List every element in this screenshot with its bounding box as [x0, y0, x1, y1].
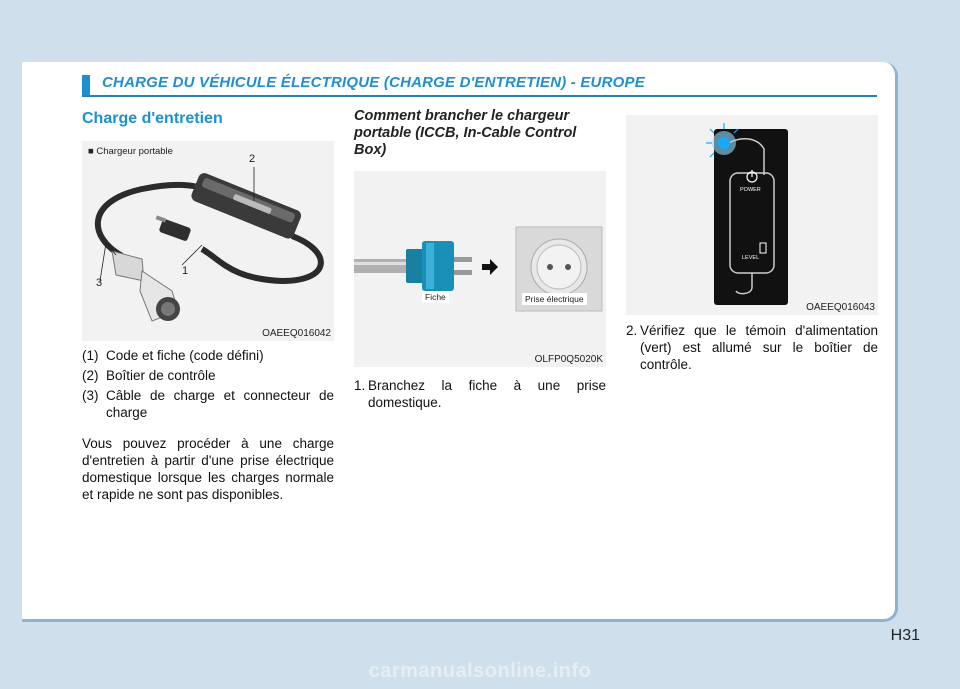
watermark: carmanualsonline.info	[368, 660, 592, 682]
section-title-bar: CHARGE DU VÉHICULE ÉLECTRIQUE (CHARGE D'…	[82, 74, 877, 97]
figure-code: OLFP0Q5020K	[534, 354, 603, 365]
title-marker	[82, 75, 90, 95]
column-3: POWER LEVEL OAEEQ016043 2. Vérifiez que …	[626, 108, 878, 373]
figure-portable-charger: ■ Chargeur portable	[82, 141, 334, 341]
list-item: (2) Boîtier de contrôle	[82, 368, 216, 383]
plug-socket-illustration	[354, 226, 603, 312]
figure-label-3: 3	[96, 277, 103, 289]
column-2: Comment brancher le chargeur portable (I…	[354, 108, 606, 411]
list-item: (1) Code et fiche (code défini)	[82, 348, 264, 363]
tag-fiche: Fiche	[422, 291, 449, 303]
portable-charger-illustration	[94, 167, 324, 322]
step-2: 2. Vérifiez que le témoin d'alimentation…	[626, 323, 878, 372]
tag-prise: Prise électrique	[522, 293, 587, 305]
section-title: CHARGE DU VÉHICULE ÉLECTRIQUE (CHARGE D'…	[102, 74, 645, 91]
subheading-charge-entretien: Charge d'entretien	[82, 110, 223, 127]
list-item: (3) Câble de charge et connecteur de cha…	[82, 388, 334, 420]
body-paragraph: Vous pouvez procéder à une charge d'entr…	[82, 436, 334, 502]
legend-list: (1) Code et fiche (code défini) (2) Boît…	[82, 347, 334, 421]
figure-label-2: 2	[249, 153, 256, 165]
figure-code: OAEEQ016043	[806, 302, 875, 313]
figure-plug-socket: Fiche Prise électrique OLFP0Q5020K	[354, 171, 606, 367]
control-box-illustration	[706, 123, 788, 305]
column-1: Charge d'entretien ■ Chargeur portable	[82, 108, 334, 503]
step-1: 1. Branchez la fiche à une prise domesti…	[354, 378, 606, 410]
figure-code: OAEEQ016042	[262, 328, 331, 339]
figure-label-1: 1	[182, 265, 189, 277]
subheading-how-to-connect: Comment brancher le chargeur portable (I…	[354, 108, 577, 158]
page-number: H31	[890, 627, 920, 644]
level-label: LEVEL	[742, 255, 760, 261]
figure-control-box: POWER LEVEL OAEEQ016043	[626, 115, 878, 315]
figure-caption: ■ Chargeur portable	[88, 146, 173, 157]
power-label: POWER	[740, 187, 761, 193]
